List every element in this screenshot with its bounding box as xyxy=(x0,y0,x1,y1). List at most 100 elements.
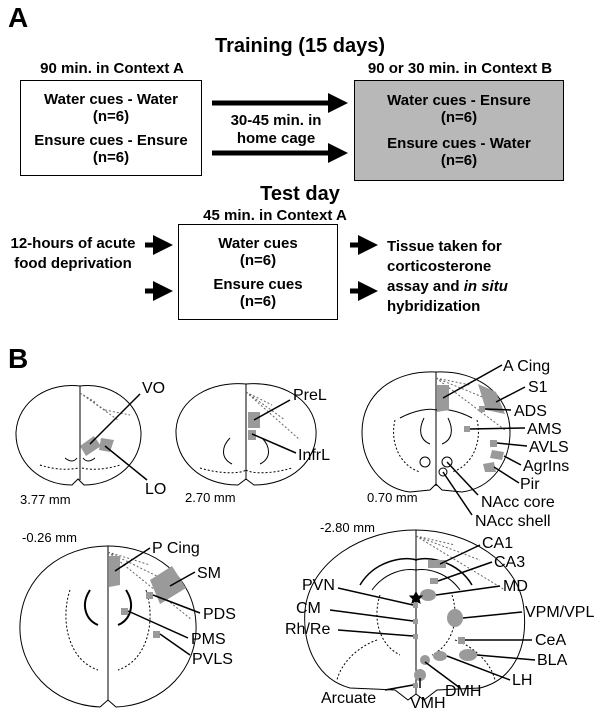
region-ca3 xyxy=(430,578,438,584)
region-cm xyxy=(413,619,418,624)
corpus-callosum xyxy=(399,408,473,419)
thalamus-outline xyxy=(376,594,456,656)
group-water-water: Water cues - Water xyxy=(44,90,178,108)
label-dmh: DMH xyxy=(445,683,481,700)
label-pir: Pir xyxy=(520,476,540,493)
label-infrl: InfrL xyxy=(298,447,330,464)
label-pvn: PVN xyxy=(302,577,335,594)
group-ensure-ensure: Ensure cues - Ensure xyxy=(34,131,188,149)
region-pms xyxy=(121,608,128,615)
mm-label-1: 3.77 mm xyxy=(20,492,71,507)
label-rh-re: Rh/Re xyxy=(285,621,330,638)
panel-letter-a: A xyxy=(8,2,29,33)
leader-lo xyxy=(104,445,148,481)
training-right-box: Water cues - Ensure (n=6) Ensure cues - … xyxy=(354,80,564,181)
label-avls: AVLS xyxy=(529,439,569,456)
leader-prel xyxy=(253,399,291,421)
brain-section-4 xyxy=(19,545,197,708)
leader-pds xyxy=(152,594,201,614)
leader-pvn xyxy=(337,587,414,606)
region-infrl xyxy=(248,430,256,440)
leader-ca3 xyxy=(437,561,493,582)
label-nacc-core: NAcc core xyxy=(481,494,555,511)
leader-cm xyxy=(329,609,414,622)
leader-avls xyxy=(496,442,528,447)
tissue-line-4: hybridization xyxy=(387,298,481,315)
label-pds: PDS xyxy=(203,606,236,623)
panel-letter-b: B xyxy=(8,343,29,374)
tissue-line-3a: assay and xyxy=(387,278,464,295)
leader-vo xyxy=(89,393,141,445)
context-a-header: 90 min. in Context A xyxy=(40,60,184,77)
tissue-line-2: corticosterone xyxy=(387,258,492,275)
training-left-box: Water cues - Water (n=6) Ensure cues - E… xyxy=(20,80,202,176)
group-n: (n=6) xyxy=(239,292,277,310)
dashed-divisions xyxy=(245,391,301,441)
label-cea: CeA xyxy=(535,632,566,649)
tissue-line-3b: in situ xyxy=(463,278,508,295)
striatum xyxy=(393,419,479,473)
test-center-box: Water cues (n=6) Ensure cues (n=6) xyxy=(178,224,338,320)
leader-dmh xyxy=(424,661,461,689)
label-cm: CM xyxy=(296,600,321,617)
label-vmh: VMH xyxy=(410,695,446,712)
label-s1: S1 xyxy=(528,379,548,396)
region-sm xyxy=(150,566,186,604)
brain-section-3 xyxy=(361,371,511,493)
mm-label-2: 2.70 mm xyxy=(185,490,236,505)
test-context-header: 45 min. in Context A xyxy=(203,207,347,224)
label-ca3: CA3 xyxy=(494,554,525,571)
label-prel: PreL xyxy=(293,387,327,404)
region-vo xyxy=(80,436,101,456)
group-water-ensure: Water cues - Ensure xyxy=(387,91,531,109)
dashed-divisions xyxy=(415,535,506,591)
leader-sm xyxy=(169,571,196,587)
label-pvls: PVLS xyxy=(192,651,233,668)
leader-a-cing xyxy=(442,364,503,399)
leader-pir xyxy=(493,466,520,484)
region-vmh xyxy=(414,669,426,681)
brain-sections-diagram: 3.77 mm 2.70 mm 0.70 mm -0.26 mm -2.80 m… xyxy=(15,358,594,712)
leader-infrl xyxy=(251,433,297,454)
region-cea xyxy=(458,637,465,644)
label-lh: LH xyxy=(512,672,532,689)
region-dmh xyxy=(420,655,430,665)
striatum xyxy=(65,589,151,671)
region-agrins xyxy=(490,450,504,460)
label-lo: LO xyxy=(145,481,166,498)
region-rh-re xyxy=(413,634,418,639)
tissue-line-3: assay and in situ xyxy=(387,277,597,297)
region-arcuate xyxy=(413,683,418,688)
tissue-line-1: Tissue taken for xyxy=(387,238,502,255)
region-ams xyxy=(464,426,470,432)
leader-lh xyxy=(446,655,511,681)
leader-arcuate xyxy=(384,684,414,691)
ventricle xyxy=(223,437,269,465)
nacc-left xyxy=(419,456,431,468)
brain-section-5 xyxy=(304,529,526,701)
label-ams: AMS xyxy=(527,421,562,438)
group-ensure-water: Ensure cues - Water xyxy=(387,135,531,153)
leader-pms xyxy=(127,610,189,639)
region-nacc-shell xyxy=(438,467,448,477)
leader-p-cing xyxy=(114,547,151,572)
region-nacc-core xyxy=(441,456,453,468)
region-bla xyxy=(459,649,477,661)
mm-label-3: 0.70 mm xyxy=(367,490,418,505)
label-arcuate: Arcuate xyxy=(321,690,376,707)
label-vo: VO xyxy=(142,380,165,397)
group-n: (n=6) xyxy=(239,251,277,269)
label-sm: SM xyxy=(197,565,221,582)
region-pir xyxy=(483,462,496,472)
region-pds xyxy=(146,592,153,599)
hippocampus xyxy=(359,557,473,586)
region-lo xyxy=(99,438,114,452)
leader-vpm-vpl xyxy=(462,611,523,619)
label-bla: BLA xyxy=(537,652,568,669)
region-a-cing xyxy=(437,385,449,412)
region-pvn xyxy=(413,603,418,608)
region-avls xyxy=(490,440,497,447)
context-b-header: 90 or 30 min. in Context B xyxy=(367,60,553,77)
region-p-cing xyxy=(109,556,120,587)
region-ca1 xyxy=(428,560,446,568)
